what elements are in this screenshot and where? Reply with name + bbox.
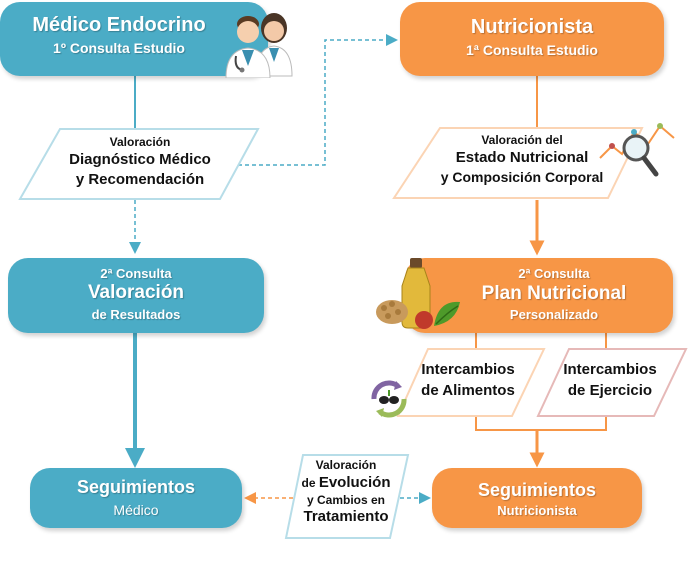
parallelogram-intercambios-ejercicio [536,348,688,417]
box-medico-endocrino-title: Médico Endocrino [32,14,206,36]
line-intercambios-join [475,415,607,431]
box-seguimientos-medico: Seguimientos Médico [30,468,242,528]
valoracion-estado-line1: Valoración del [481,133,563,147]
box-seguimientos-nutricionista: Seguimientos Nutricionista [432,468,642,528]
dashed-valoracion-to-nutricionista [238,34,398,166]
intercambios-ejercicio-line2: de Ejercicio [567,381,653,399]
intercambios-ejercicio-line1: Intercambios [563,361,657,378]
box-medico-endocrino-subtitle: 1º Consulta Estudio [53,40,185,56]
food-icon [376,258,460,329]
box-segunda-consulta-valoracion: 2ª Consulta Valoración de Resultados [8,258,264,333]
box-segunda-consulta-valoracion-line3: de Resultados [91,307,181,322]
parallelogram-intercambios-alimentos [396,348,546,417]
valoracion-evolucion-line2: de Evolución [290,474,402,492]
box-segunda-consulta-plan: 2ª Consulta Plan Nutricional Personaliza… [405,258,673,333]
box-medico-endocrino: Médico Endocrino 1º Consulta Estudio [0,2,268,76]
box-segunda-consulta-valoracion-line1: 2ª Consulta [100,266,172,281]
valoracion-estado-line3: y Composición Corporal [440,168,604,185]
parallelogram-valoracion-evolucion [284,454,410,539]
doctors-icon [225,13,293,78]
box-segunda-consulta-valoracion-line2: Valoración [87,282,185,303]
box-seguimientos-nutricionista-line1: Seguimientos [477,480,597,500]
valoracion-evolucion-text: Valoración de Evolución y Cambios en Tra… [290,458,402,525]
box-nutricionista: Nutricionista 1ª Consulta Estudio [400,2,664,76]
valoracion-evolucion-line1: Valoración [315,458,377,472]
intercambios-ejercicio-text: Intercambios de Ejercicio [550,361,670,399]
valoracion-evolucion-line2a: de [301,476,319,491]
intercambios-alimentos-line2: de Alimentos [421,381,515,399]
valoracion-estado-line2: Estado Nutricional [455,149,589,167]
parallelogram-valoracion-diagnostico [18,128,260,200]
valoracion-diagnostico-line1: Valoración [109,135,171,149]
valoracion-evolucion-line3: y Cambios en [306,492,386,507]
valoracion-evolucion-line4: Tratamiento [303,507,389,525]
box-seguimientos-medico-line1: Seguimientos [76,477,196,497]
intercambios-alimentos-text: Intercambios de Alimentos [408,361,528,399]
box-seguimientos-nutricionista-line2: Nutricionista [497,503,577,518]
box-segunda-consulta-plan-line1: 2ª Consulta [518,266,590,281]
box-seguimientos-medico-line2: Médico [113,502,159,518]
cycle-olive-icon [371,380,407,418]
box-segunda-consulta-plan-line2: Plan Nutricional [481,283,627,304]
valoracion-diagnostico-line2: Diagnóstico Médico [69,151,211,169]
box-segunda-consulta-plan-line3: Personalizado [509,307,599,322]
intercambios-alimentos-line1: Intercambios [421,361,515,378]
parallelogram-valoracion-estado [392,127,644,199]
valoracion-diagnostico-line3: y Recomendación [75,170,205,188]
valoracion-diagnostico-text: Valoración Diagnóstico Médico y Recomend… [40,135,240,188]
valoracion-evolucion-line2b: Evolución [318,474,391,492]
valoracion-estado-text: Valoración del Estado Nutricional y Comp… [418,133,626,185]
box-nutricionista-title: Nutricionista [470,16,594,38]
chart-magnifier-icon [599,123,675,177]
box-nutricionista-subtitle: 1ª Consulta Estudio [466,42,598,58]
